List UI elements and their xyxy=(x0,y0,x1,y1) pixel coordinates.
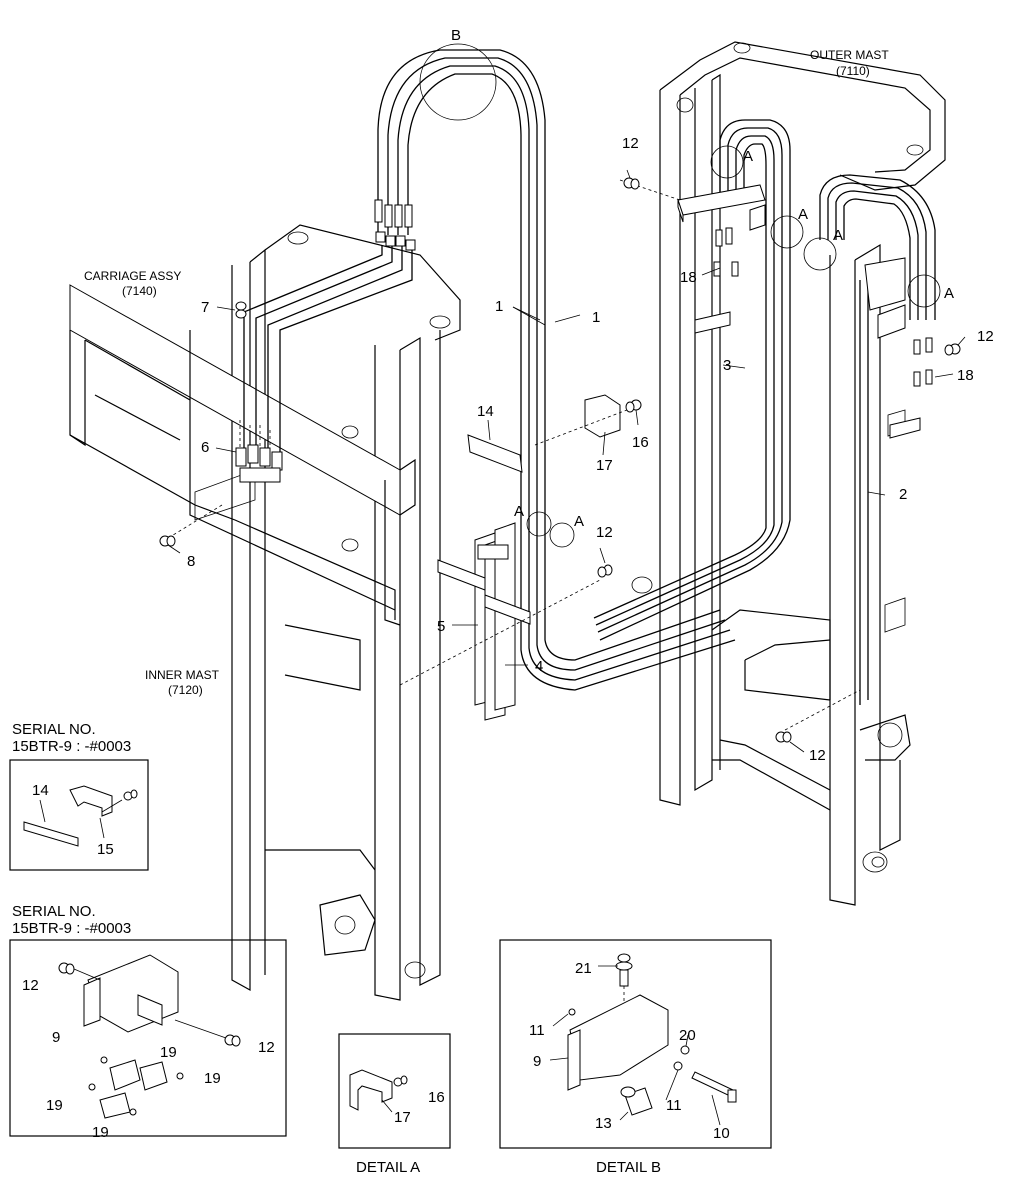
callout-b: B xyxy=(451,27,461,44)
detail-b-label-20: 20 xyxy=(679,1027,696,1044)
leader-lines xyxy=(167,169,966,753)
carriage-assy-code: (7140) xyxy=(122,284,157,298)
detail-b-label-11-top: 11 xyxy=(529,1022,545,1039)
serial-box-2-line1: SERIAL NO. xyxy=(12,903,96,920)
callout-18-left: 18 xyxy=(680,269,697,286)
callout-2: 2 xyxy=(899,486,907,503)
inner-mast-label: INNER MAST xyxy=(145,668,220,682)
callout-12-mid: 12 xyxy=(596,524,613,541)
callout-a-2: A xyxy=(798,206,808,223)
detail-b-label-10: 10 xyxy=(713,1125,730,1142)
callout-12-top: 12 xyxy=(622,135,639,152)
detail-b-box: 21 11 9 20 11 13 10 DETAIL B xyxy=(499,939,772,1176)
detail-a-label-16: 16 xyxy=(428,1089,445,1106)
inner-mast-drawing: INNER MAST (7120) xyxy=(145,224,461,1001)
main-callouts: B A A A A A A 12 18 12 18 1 1 3 7 6 14 1… xyxy=(187,27,994,764)
callout-5: 5 xyxy=(437,618,445,635)
callout-a-4: A xyxy=(514,503,524,520)
serial-box-1: SERIAL NO. 15BTR-9 : -#0003 14 15 xyxy=(9,721,149,871)
serial-box-1-label-14: 14 xyxy=(32,782,49,799)
outer-mast-code: (7110) xyxy=(836,64,870,78)
serial-box-2-label-12-left: 12 xyxy=(22,977,39,994)
detail-a-box: 16 17 DETAIL A xyxy=(338,1033,451,1176)
serial-box-2-label-19-c: 19 xyxy=(46,1097,63,1114)
detail-b-label-21: 21 xyxy=(575,960,592,977)
middle-parts xyxy=(164,179,861,731)
callout-8: 8 xyxy=(187,553,195,570)
callout-7: 7 xyxy=(201,299,209,316)
serial-box-2: SERIAL NO. 15BTR-9 : -#0003 12 9 19 12 1… xyxy=(9,903,287,1141)
serial-box-2-label-19-a: 19 xyxy=(160,1044,177,1061)
detail-b-label-9: 9 xyxy=(533,1053,541,1070)
hose-bundle-3 xyxy=(593,119,791,641)
callout-1-right: 1 xyxy=(592,309,600,326)
callout-4: 4 xyxy=(535,658,543,675)
callout-12-right: 12 xyxy=(977,328,994,345)
serial-box-1-line2: 15BTR-9 : -#0003 xyxy=(12,738,131,755)
hose-brackets xyxy=(374,184,933,439)
serial-box-2-line2: 15BTR-9 : -#0003 xyxy=(12,920,131,937)
outer-mast-label: OUTER MAST xyxy=(810,48,889,62)
serial-box-2-label-19-d: 19 xyxy=(92,1124,109,1141)
callout-16: 16 xyxy=(632,434,649,451)
callout-14: 14 xyxy=(477,403,494,420)
serial-box-1-label-15: 15 xyxy=(97,841,114,858)
bolts xyxy=(159,177,961,743)
detail-a-caption: DETAIL A xyxy=(356,1159,420,1176)
callout-a-3: A xyxy=(833,227,843,244)
detail-a-label-17: 17 xyxy=(394,1109,411,1126)
inner-mast-code: (7120) xyxy=(168,683,203,697)
carriage-assy-label: CARRIAGE ASSY xyxy=(84,269,181,283)
serial-box-2-label-12-right: 12 xyxy=(258,1039,275,1056)
carriage-drawing: CARRIAGE ASSY (7140) xyxy=(69,269,416,626)
callout-a-1: A xyxy=(743,148,753,165)
callout-6: 6 xyxy=(201,439,209,456)
serial-box-1-line1: SERIAL NO. xyxy=(12,721,96,738)
callout-a-5: A xyxy=(574,513,584,530)
outer-mast-drawing: OUTER MAST (7110) xyxy=(631,41,946,906)
detail-b-caption: DETAIL B xyxy=(596,1159,661,1176)
serial-box-2-label-9: 9 xyxy=(52,1029,60,1046)
hose-bundle-2 xyxy=(819,174,936,705)
callout-a-6: A xyxy=(944,285,954,302)
detail-a-markers xyxy=(526,145,941,548)
callout-12-bottom: 12 xyxy=(809,747,826,764)
serial-box-2-label-19-b: 19 xyxy=(204,1070,221,1087)
hose-bundle-b xyxy=(243,43,736,691)
detail-b-label-11-bottom: 11 xyxy=(666,1097,682,1114)
callout-3: 3 xyxy=(723,357,731,374)
callout-18-right: 18 xyxy=(957,367,974,384)
callout-17: 17 xyxy=(596,457,613,474)
detail-b-label-13: 13 xyxy=(595,1115,612,1132)
callout-1-left: 1 xyxy=(495,298,503,315)
